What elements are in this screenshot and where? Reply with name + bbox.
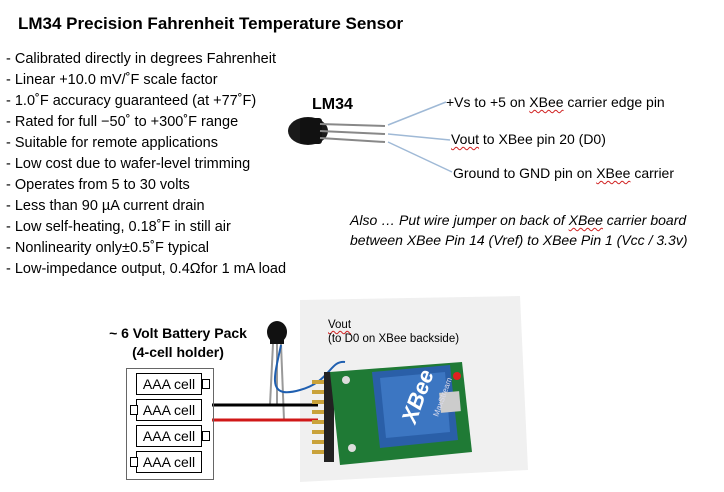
- jumper-note-line2: between XBee Pin 14 (Vref) to XBee Pin 1…: [350, 232, 688, 248]
- feature-item: - Rated for full −50˚ to +300˚F range: [6, 114, 239, 130]
- feature-item: - Low-impedance output, 0.4Ωfor 1 mA loa…: [6, 261, 287, 277]
- battery-holder: [126, 368, 214, 480]
- vout-label: Vout (to D0 on XBee backside): [328, 319, 460, 345]
- battery-title: ~ 6 Volt Battery Pack (4-cell holder): [109, 325, 247, 360]
- lm34-sensor-image: [288, 117, 386, 145]
- battery-cell: AAA cell: [136, 373, 202, 395]
- battery-cell: AAA cell: [136, 399, 202, 421]
- feature-item: - Low cost due to wafer-level trimming: [6, 156, 251, 172]
- jumper-note: Also … Put wire jumper on back of XBee c…: [350, 210, 687, 250]
- feature-item: - Operates from 5 to 30 volts: [6, 177, 190, 193]
- cell-terminal: [202, 431, 210, 441]
- jumper-note-line1: Also … Put wire jumper on back of XBee c…: [350, 212, 687, 228]
- cell-terminal: [130, 405, 138, 415]
- feature-list: - Calibrated directly in degrees Fahrenh…: [6, 49, 286, 280]
- cell-terminal: [202, 379, 210, 389]
- pin-note-gnd: Ground to GND pin on XBee carrier: [453, 165, 674, 181]
- cell-terminal: [130, 457, 138, 467]
- feature-item: - 1.0˚F accuracy guaranteed (at +77˚F): [6, 93, 257, 109]
- pin-note-vout: Vout to XBee pin 20 (D0): [451, 131, 606, 147]
- feature-item: - Low self-heating, 0.18˚F in still air: [6, 219, 231, 235]
- pin-pointer-lines: [387, 101, 453, 173]
- feature-item: - Less than 90 µA current drain: [6, 198, 205, 214]
- feature-item: - Calibrated directly in degrees Fahrenh…: [6, 51, 276, 67]
- chip-label: LM34: [312, 96, 353, 113]
- feature-item: - Suitable for remote applications: [6, 135, 218, 151]
- battery-cell: AAA cell: [136, 451, 202, 473]
- battery-cell: AAA cell: [136, 425, 202, 447]
- pin-note-vs: +Vs to +5 on XBee carrier edge pin: [446, 94, 665, 110]
- page-title: LM34 Precision Fahrenheit Temperature Se…: [18, 14, 404, 33]
- feature-item: - Nonlinearity only±0.5˚F typical: [6, 240, 209, 256]
- feature-item: - Linear +10.0 mV/˚F scale factor: [6, 72, 218, 88]
- xbee-board-photo: XBee MaxStream: [212, 296, 528, 482]
